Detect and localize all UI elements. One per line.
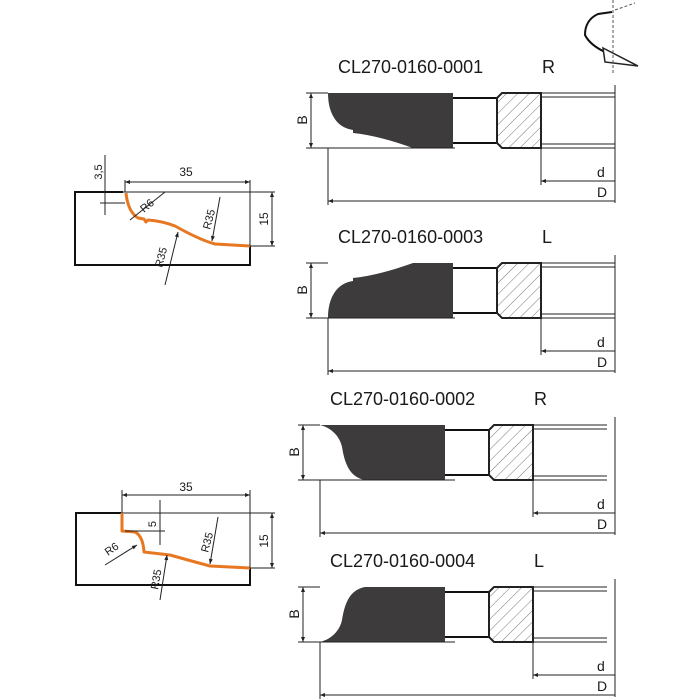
profile-1-height: 15	[257, 212, 271, 226]
profile-1-step: 3,5	[93, 164, 105, 179]
cutter-body	[328, 93, 453, 148]
profile-2-height: 15	[257, 534, 271, 548]
cutter-shaft	[541, 262, 615, 319]
cutter-ring	[488, 424, 534, 481]
cutter-code: CL270-0160-0002	[330, 389, 475, 409]
cutter-1: CL270-0160-0001 R BdD	[294, 57, 616, 205]
cutter-hand: L	[542, 227, 552, 247]
profile-1-width: 35	[179, 165, 193, 179]
cutter-hub	[453, 97, 498, 144]
cutter-body	[320, 587, 445, 642]
cutter-body	[320, 425, 445, 480]
profile-2-r-bottom: R35	[149, 569, 164, 591]
cutter-code: CL270-0160-0003	[338, 227, 483, 247]
cutter-ring	[496, 262, 542, 319]
cutter-hand: R	[534, 389, 547, 409]
d-label: d	[597, 496, 605, 512]
cutter-shaft	[541, 92, 615, 149]
profile-drawing-1: 35 15 3,5 R6 R35 R35	[74, 155, 275, 286]
D-label: D	[597, 678, 607, 694]
profile-1-r-small: R6	[138, 197, 156, 215]
d-label: d	[597, 658, 605, 674]
cutter-2: CL270-0160-0003 L BdD	[294, 227, 616, 375]
cutter-hub	[445, 429, 490, 476]
b-label: B	[294, 115, 310, 124]
cutter-4: CL270-0160-0004 L BdD	[286, 551, 616, 699]
b-label: B	[286, 609, 302, 618]
cutter-code: CL270-0160-0004	[330, 551, 475, 571]
cutter-code: CL270-0160-0001	[338, 57, 483, 77]
cutter-hand: R	[542, 57, 555, 77]
D-label: D	[597, 184, 607, 200]
cutter-hub	[453, 267, 498, 314]
cutter-ring	[496, 92, 542, 149]
profile-2-r-top: R35	[199, 531, 216, 554]
profile-1-r-top: R35	[201, 208, 218, 231]
cutter-shaft	[533, 424, 607, 481]
D-label: D	[597, 354, 607, 370]
d-label: d	[597, 334, 605, 350]
cutter-body	[328, 263, 453, 318]
b-label: B	[294, 285, 310, 294]
D-label: D	[597, 516, 607, 532]
cutter-hub	[445, 591, 490, 638]
rotation-direction-icon	[583, 0, 639, 75]
profile-2-r-small: R6	[103, 541, 121, 559]
b-label: B	[286, 447, 302, 456]
profile-1-r-bottom: R35	[153, 246, 170, 269]
cutter-hand: L	[534, 551, 544, 571]
profile-2-step: 5	[147, 521, 159, 527]
cutter-ring	[488, 586, 534, 643]
d-label: d	[597, 164, 605, 180]
cutter-3: CL270-0160-0002 R BdD	[286, 389, 616, 537]
profile-drawing-2: 35 15 5 R6 R35 R35	[75, 480, 275, 601]
cutter-shaft	[533, 586, 607, 643]
profile-2-width: 35	[179, 480, 193, 494]
